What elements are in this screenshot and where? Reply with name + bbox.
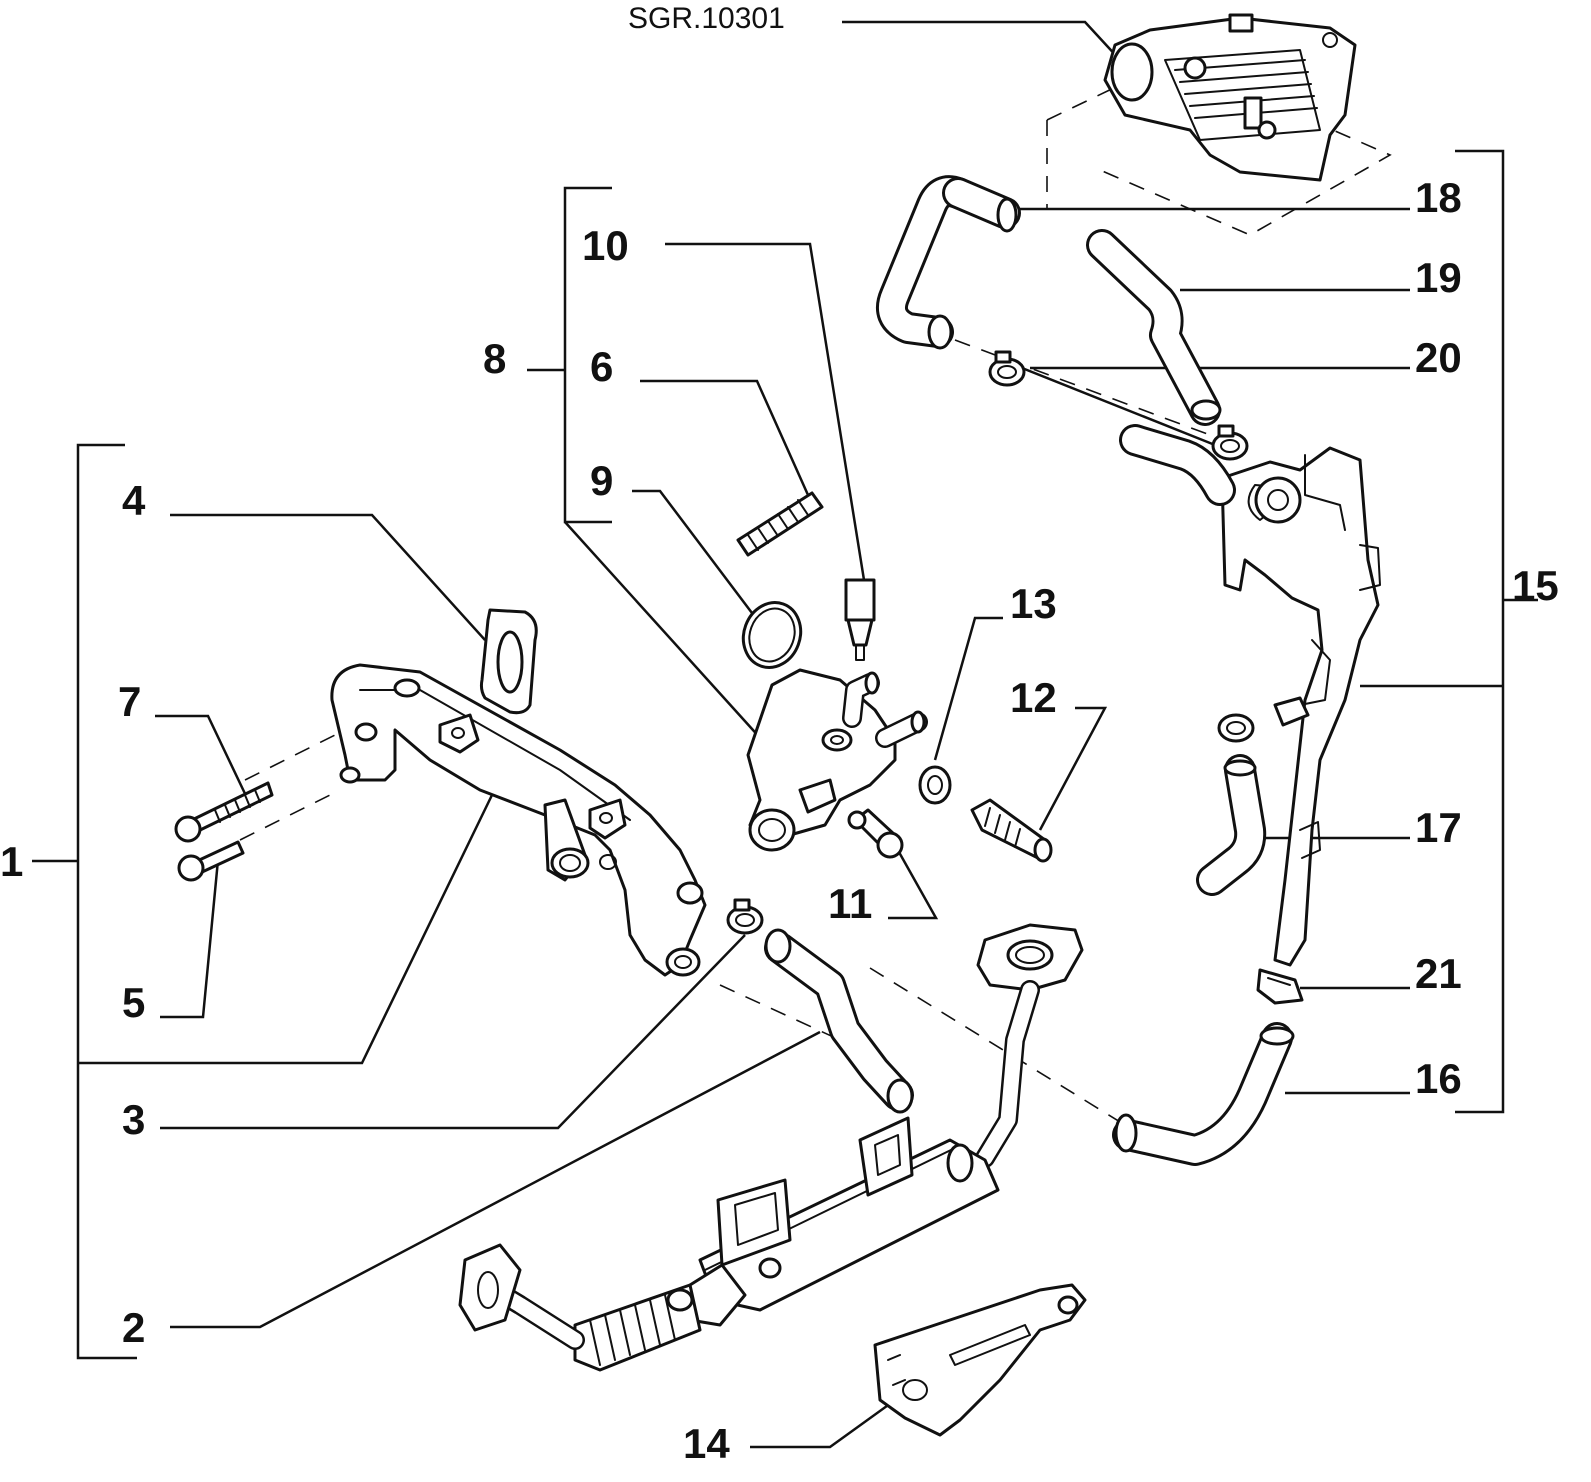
callout-14: 14: [683, 1420, 730, 1467]
clamp-20: [988, 350, 1249, 461]
hose-18: [876, 175, 1021, 350]
alignment-lines: [239, 84, 1392, 1220]
pipe-assembly-15: [1119, 424, 1381, 967]
pipe-manifold-3: [330, 663, 707, 977]
callout-20: 20: [1415, 334, 1462, 381]
hose-19: [1086, 229, 1222, 426]
callout-10: 10: [582, 222, 629, 269]
callout-18: 18: [1415, 174, 1462, 221]
group-brackets: [32, 149, 1538, 1360]
leader-lines: [78, 20, 1503, 1449]
hose-3b: [764, 928, 914, 1114]
bolt-5: [177, 840, 245, 882]
clamp-15b: [1217, 713, 1255, 743]
callout-6: 6: [590, 343, 613, 390]
labels: SGR.10301 1 2 3 4 5 6 7 8 9 10 11 12 13 …: [0, 2, 1559, 1467]
callout-12: 12: [1010, 674, 1057, 721]
callout-9: 9: [590, 457, 613, 504]
reference-label: SGR.10301: [628, 2, 785, 35]
stud-6: [736, 491, 824, 557]
callout-11: 11: [828, 880, 872, 927]
callout-15: 15: [1512, 562, 1559, 609]
bracket-group-1: [76, 443, 137, 1360]
callout-17: 17: [1415, 804, 1462, 851]
callout-5: 5: [122, 979, 145, 1026]
sensor-10: [844, 578, 876, 661]
fitting-12: [970, 798, 1053, 863]
callout-16: 16: [1415, 1055, 1462, 1102]
bracket-14: [873, 1283, 1087, 1437]
egr-cooler-2: [458, 923, 1084, 1372]
callout-13: 13: [1010, 580, 1057, 627]
o-ring-9: [741, 601, 803, 669]
clamp-3: [726, 898, 764, 935]
callout-1: 1: [0, 838, 23, 885]
clip-13: [918, 765, 952, 805]
gasket-4: [479, 608, 538, 715]
bolt-11: [847, 808, 904, 859]
callout-19: 19: [1415, 254, 1462, 301]
callout-8: 8: [483, 335, 506, 382]
clamp-21: [1256, 968, 1304, 1005]
callout-2: 2: [122, 1304, 145, 1351]
hose-17: [1196, 754, 1267, 896]
callout-21: 21: [1415, 950, 1462, 997]
bolt-7: [174, 781, 274, 843]
callout-7: 7: [118, 678, 141, 725]
hose-16: [1112, 1022, 1295, 1166]
callout-3: 3: [122, 1096, 145, 1143]
callout-4: 4: [122, 477, 146, 524]
bracket-group-8: [563, 186, 612, 524]
bracket-group-15: [1455, 149, 1505, 1114]
thermostat-housing-8: [746, 668, 928, 852]
oil-cooler-module: [1103, 13, 1357, 182]
